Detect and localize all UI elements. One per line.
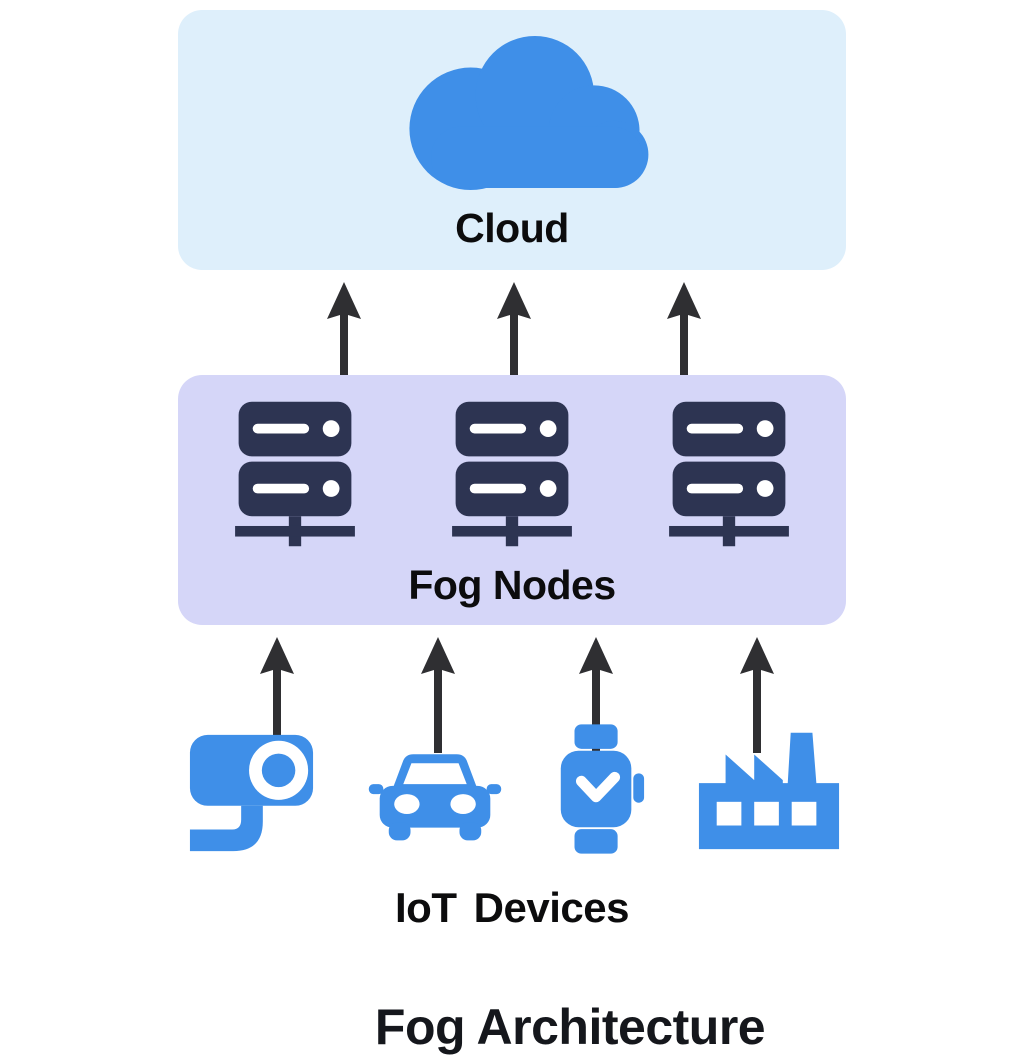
server-rack-icon	[661, 400, 797, 548]
cloud-icon	[390, 32, 655, 190]
up-arrow-icon	[421, 637, 455, 753]
smartwatch-icon	[550, 724, 648, 854]
server-rack-icon	[227, 400, 363, 548]
up-arrow-icon	[497, 282, 531, 378]
up-arrow-icon	[740, 637, 774, 753]
up-arrow-icon	[260, 637, 294, 753]
car-icon	[367, 745, 503, 845]
up-arrow-icon	[579, 637, 613, 753]
security-camera-icon	[185, 728, 318, 858]
fog-layer-label: Fog Nodes	[408, 562, 616, 608]
factory-icon	[695, 728, 843, 850]
iot-layer-label: IoT Devices	[395, 884, 629, 931]
cloud-layer-label: Cloud	[455, 205, 569, 251]
up-arrow-icon	[667, 282, 701, 378]
diagram-title: Fog Architecture	[374, 999, 766, 1055]
up-arrow-icon	[327, 282, 361, 378]
server-rack-icon	[444, 400, 580, 548]
fog-architecture-diagram: { "title": "Fog Architecture", "cloud_la…	[178, 10, 846, 1055]
